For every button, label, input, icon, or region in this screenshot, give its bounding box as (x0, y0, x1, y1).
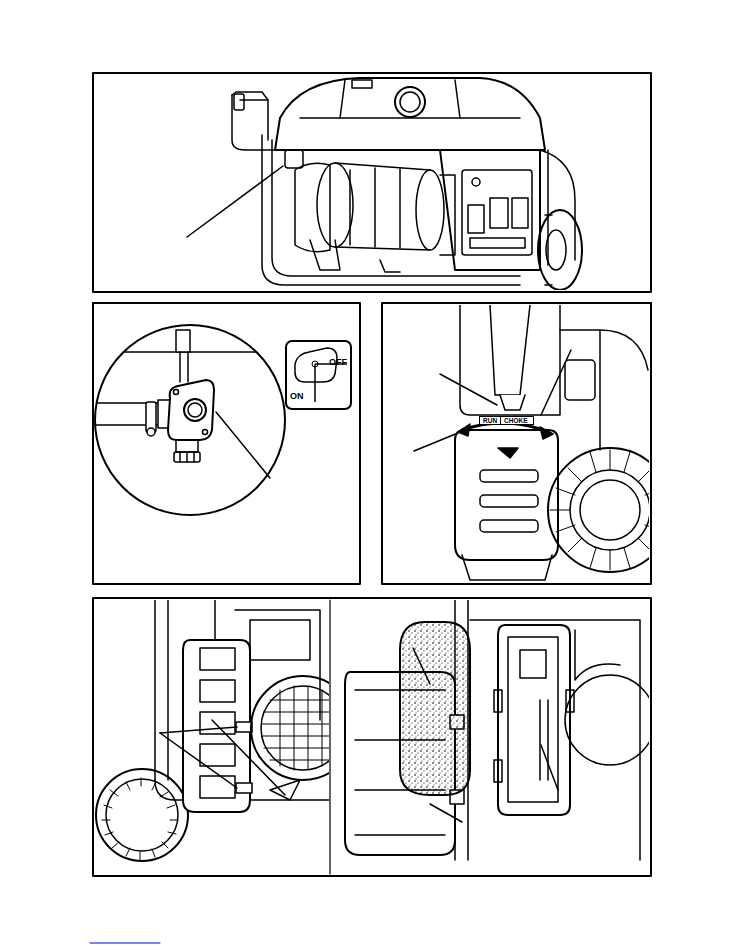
choke-lever-detail (414, 305, 649, 580)
air-filter-closed (96, 600, 329, 861)
valve-positions-line (315, 364, 347, 402)
generator-overview (187, 78, 582, 290)
valve-position-label: ON (287, 391, 350, 401)
choke-lever-plate: RUNCHOKE (479, 416, 534, 425)
lever-position-label: RUN (480, 417, 500, 424)
link-underline (90, 943, 160, 944)
fuel-valve-detail (95, 325, 285, 515)
lever-position-label: CHOKE (500, 417, 530, 424)
air-filter-open (345, 600, 649, 860)
valve-symbol-plate: OFF ON (285, 340, 352, 410)
panel-frames (93, 73, 651, 876)
valve-position-label: OFF (287, 357, 350, 367)
